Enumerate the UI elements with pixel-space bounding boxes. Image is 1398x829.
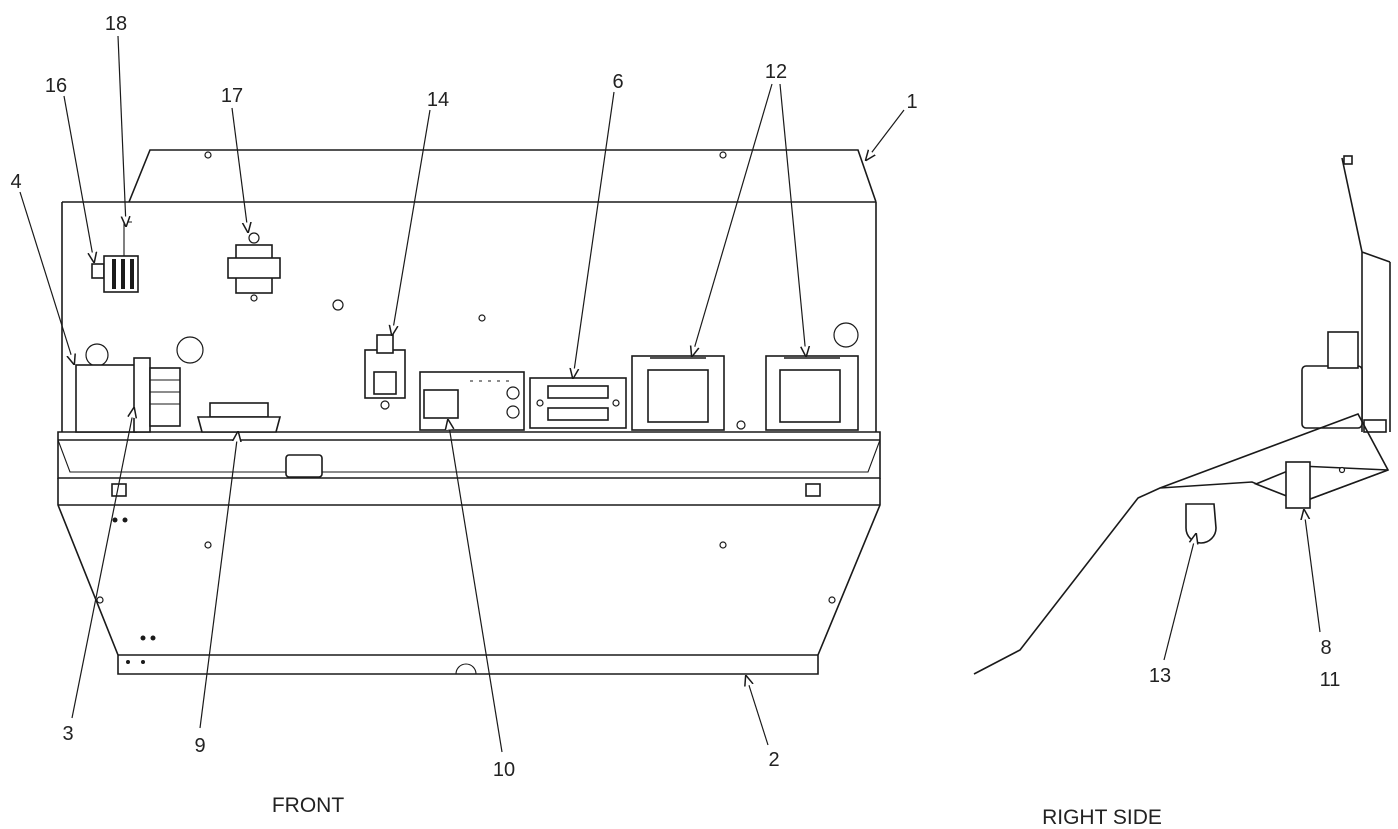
relay xyxy=(227,232,281,302)
callout-17: 17 xyxy=(221,85,243,107)
connector xyxy=(196,402,282,433)
right-side-view xyxy=(973,155,1391,675)
callout-3: 3 xyxy=(62,723,73,745)
callout-16: 16 xyxy=(45,75,67,97)
side-sensor xyxy=(1185,503,1217,544)
bottom-housing xyxy=(57,478,881,675)
component-box-left xyxy=(631,355,725,431)
back-panel xyxy=(61,201,877,432)
callout-12: 12 xyxy=(765,61,787,83)
right-side-view-caption: RIGHT SIDE xyxy=(1042,806,1162,829)
transformer xyxy=(75,357,181,433)
callout-4: 4 xyxy=(10,171,21,193)
callout-14: 14 xyxy=(427,89,449,111)
leader-lines xyxy=(19,35,1321,753)
control-board xyxy=(419,371,525,431)
callout-18: 18 xyxy=(105,13,127,35)
side-terminal xyxy=(1285,461,1311,509)
callout-labels: 1 2 3 4 6 8 9 10 11 12 13 14 16 17 18 xyxy=(10,13,1340,781)
callout-1: 1 xyxy=(906,91,917,113)
terminal-block xyxy=(91,221,139,293)
callout-8: 8 xyxy=(1320,637,1331,659)
side-bracket xyxy=(973,413,1390,675)
side-component xyxy=(1301,365,1363,429)
terminal-strip xyxy=(529,377,627,429)
switch xyxy=(364,334,406,410)
callout-2: 2 xyxy=(768,749,779,771)
callout-10: 10 xyxy=(493,759,515,781)
front-view-caption: FRONT xyxy=(272,794,344,817)
callout-6: 6 xyxy=(612,71,623,93)
channel-clip xyxy=(285,454,323,478)
front-view xyxy=(57,149,881,675)
wire-channel xyxy=(57,431,881,479)
callout-13: 13 xyxy=(1149,665,1171,687)
component-box-right xyxy=(765,355,859,431)
callout-11: 11 xyxy=(1320,669,1341,691)
panel-holes xyxy=(85,151,859,664)
top-cover-plate xyxy=(128,149,877,203)
callout-9: 9 xyxy=(194,735,205,757)
